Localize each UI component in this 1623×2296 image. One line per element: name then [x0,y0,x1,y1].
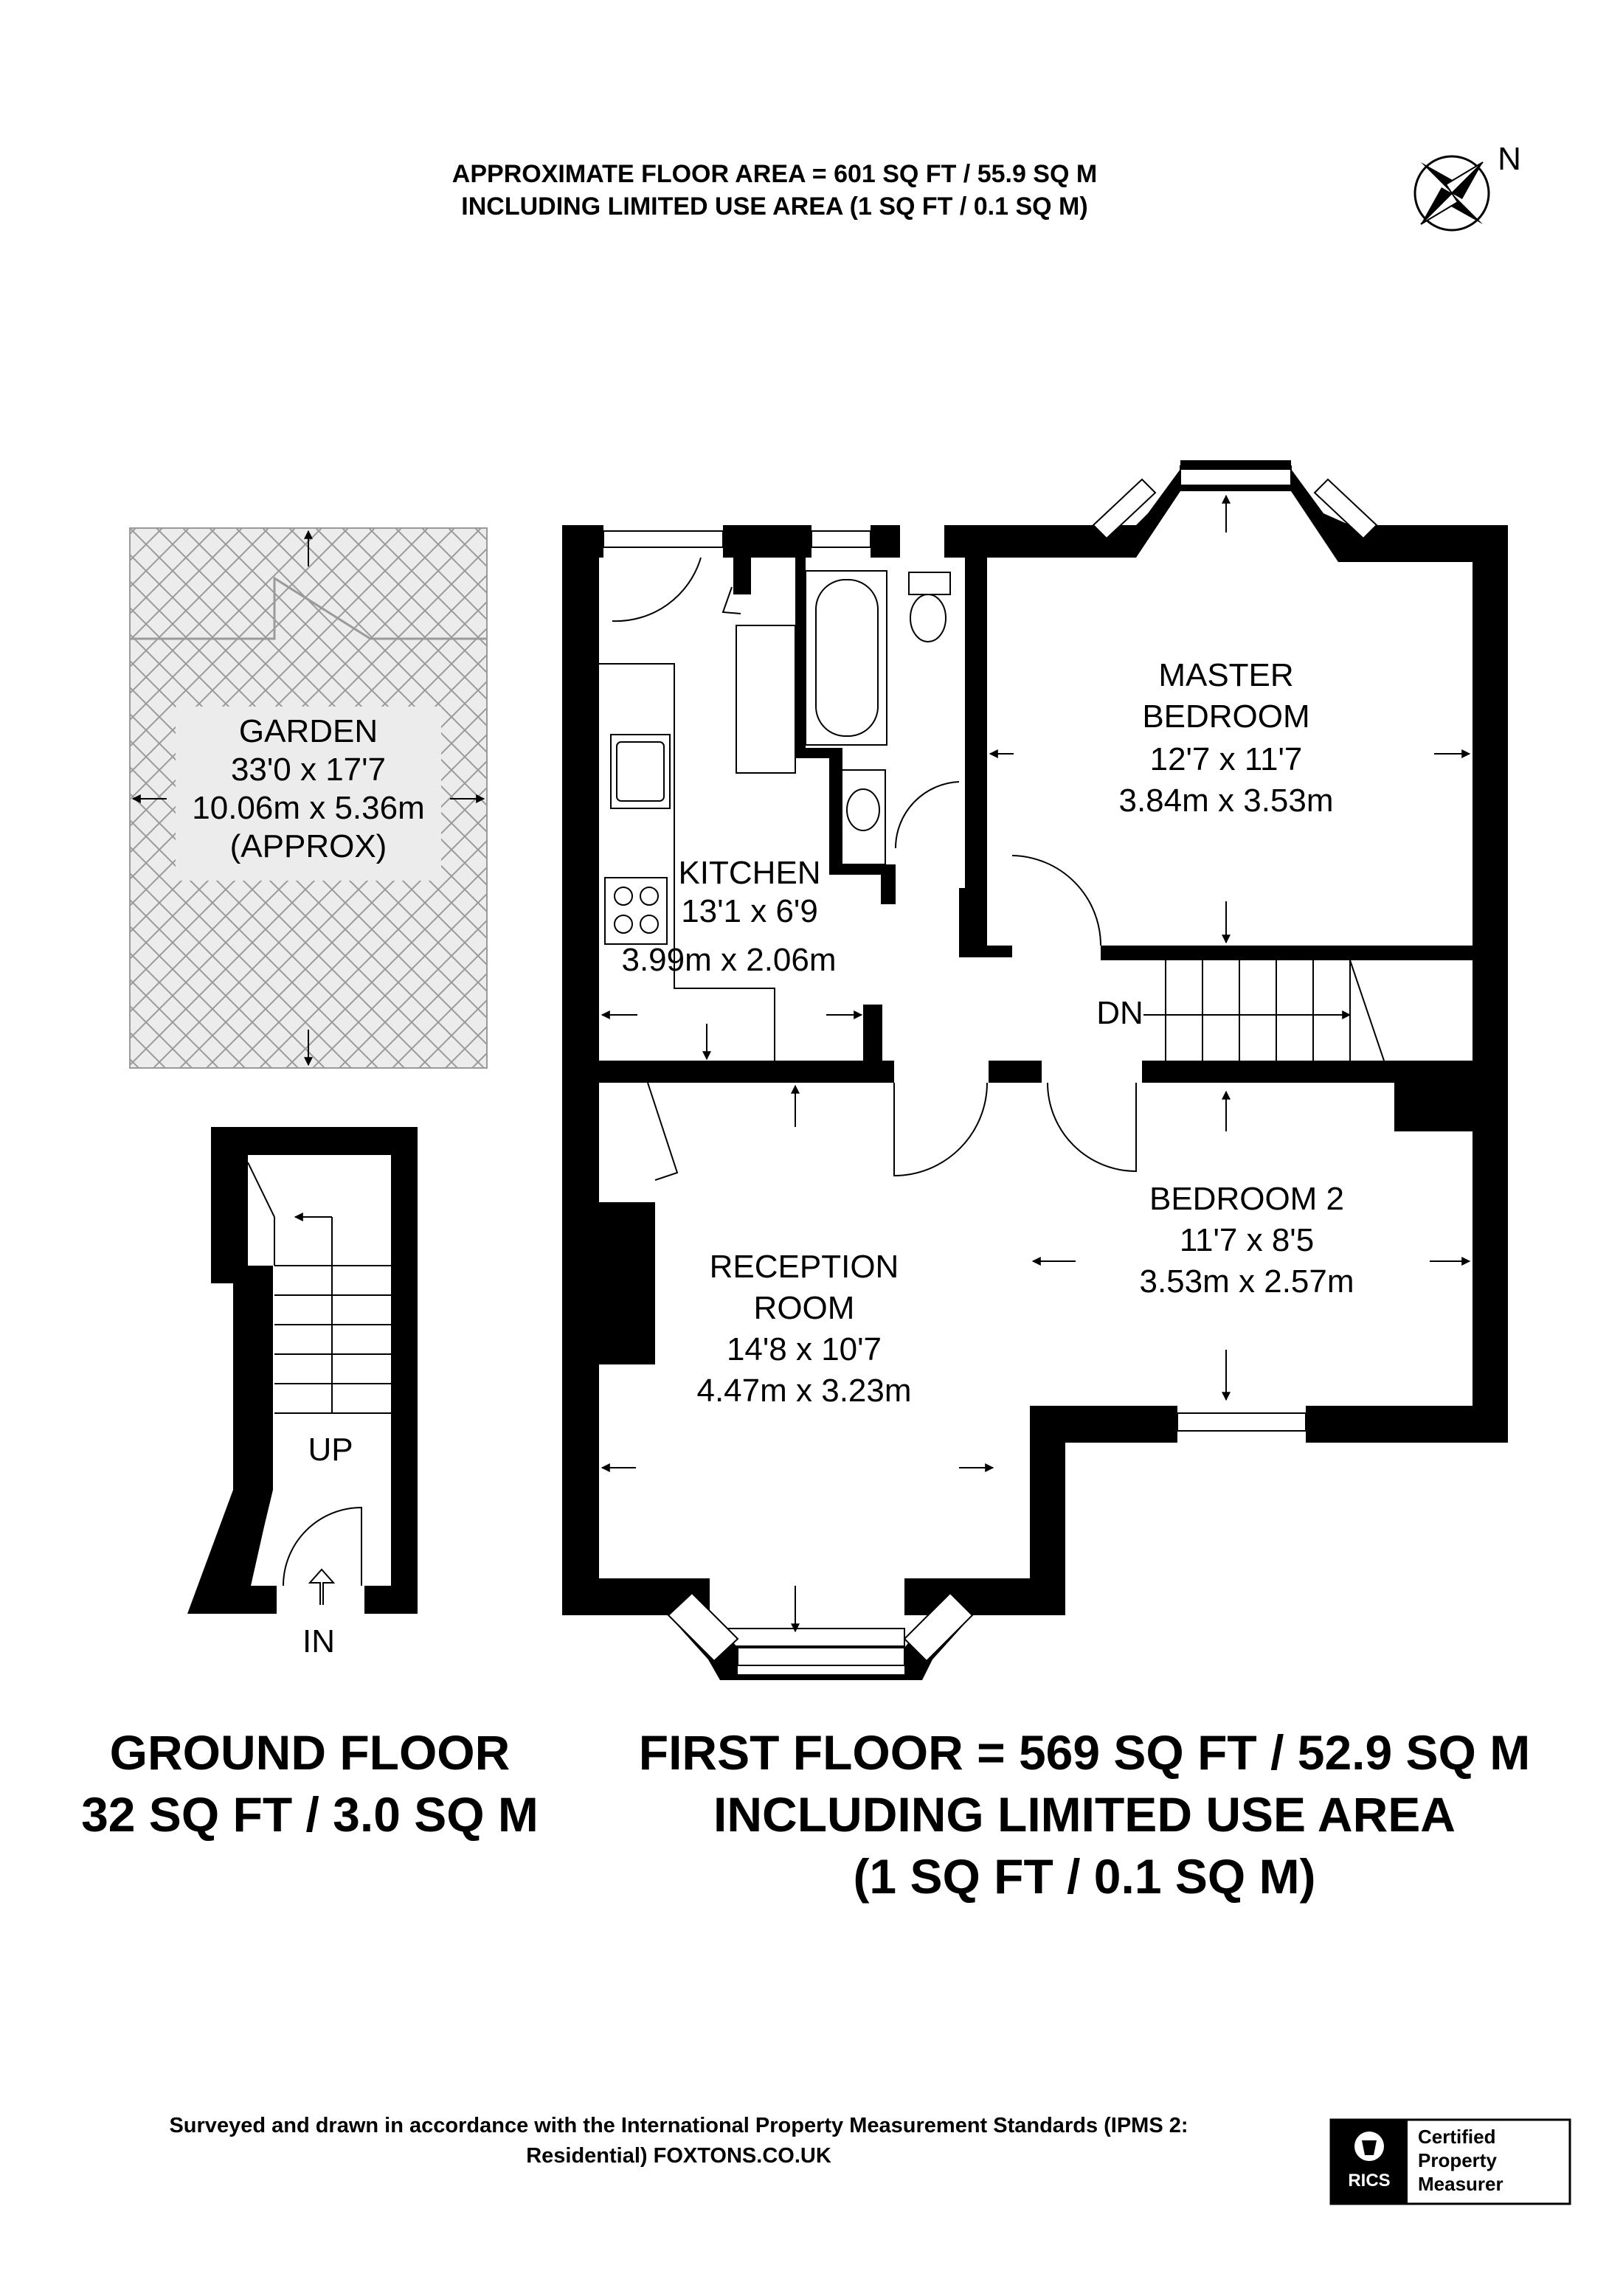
stairs-up-label: UP [308,1432,353,1468]
master-bedroom-name-2: BEDROOM [1142,698,1309,735]
first-floor-walls [562,525,1508,1615]
bay-window-reception [667,1592,974,1680]
reception-name-1: RECEPTION [710,1249,899,1285]
garden-area [129,527,488,1069]
ground-floor-area: 32 SQ FT / 3.0 SQ M [81,1787,539,1842]
compass-rose-icon [1413,155,1490,232]
garden-imperial: 33'0 x 17'7 [231,752,386,788]
kitchen-imperial: 13'1 x 6'9 [681,893,818,929]
kitchen-metric: 3.99m x 2.06m [621,942,836,978]
survey-footer: Surveyed and drawn in accordance with th… [44,2111,1313,2171]
entry-arrow-icon [308,1568,336,1605]
entry-label: IN [302,1623,335,1659]
reception-imperial: 14'8 x 10'7 [727,1331,882,1367]
first-floor-limited: INCLUDING LIMITED USE AREA [713,1787,1456,1842]
master-bedroom-name-1: MASTER [1158,657,1293,693]
badge-line-2: Property [1418,2149,1497,2171]
rics-lion-icon [1354,2132,1384,2161]
garden-name: GARDEN [239,713,378,749]
bathroom-fixtures [736,570,951,865]
dimension-arrows [601,494,1471,1633]
door-swings [612,557,1137,1181]
ground-floor-title: GROUND FLOOR [109,1725,511,1780]
first-floor-title: FIRST FLOOR = 569 SQ FT / 52.9 SQ M [638,1725,1531,1780]
bedroom-2-imperial: 11'7 x 8'5 [1180,1222,1314,1258]
rics-brand: RICS [1348,2171,1390,2191]
footer-line-2: Residential) FOXTONS.CO.UK [526,2144,831,2168]
first-floor-limited-area: (1 SQ FT / 0.1 SQ M) [853,1849,1316,1904]
stairs-down-label: DN [1096,995,1143,1031]
limited-area-heading: INCLUDING LIMITED USE AREA (1 SQ FT / 0.… [461,193,1088,221]
reception-metric: 4.47m x 3.23m [696,1373,911,1409]
master-bedroom-metric: 3.84m x 3.53m [1118,783,1333,819]
reception-name-2: ROOM [754,1290,855,1326]
bay-window-master [1092,460,1378,562]
kitchen-fixtures [599,663,775,1061]
badge-line-1: Certified [1418,2126,1495,2148]
garden-metric: 10.06m x 5.36m [192,790,425,826]
ground-floor-plan [187,1127,418,1614]
window [603,465,1307,1647]
badge-line-3: Measurer [1418,2173,1503,2195]
bedroom-2-metric: 3.53m x 2.57m [1139,1263,1354,1300]
floor-area-heading: APPROXIMATE FLOOR AREA = 601 SQ FT / 55.… [451,160,1098,188]
stairs-down [1143,960,1385,1061]
bedroom-2-name: BEDROOM 2 [1149,1181,1344,1217]
master-bedroom-imperial: 12'7 x 11'7 [1150,741,1303,777]
north-label: N [1498,141,1521,177]
kitchen-name: KITCHEN [678,855,820,891]
garden-note: (APPROX) [230,828,387,864]
footer-line-1: Surveyed and drawn in accordance with th… [169,2114,1188,2137]
rics-badge [1329,2118,1571,2205]
